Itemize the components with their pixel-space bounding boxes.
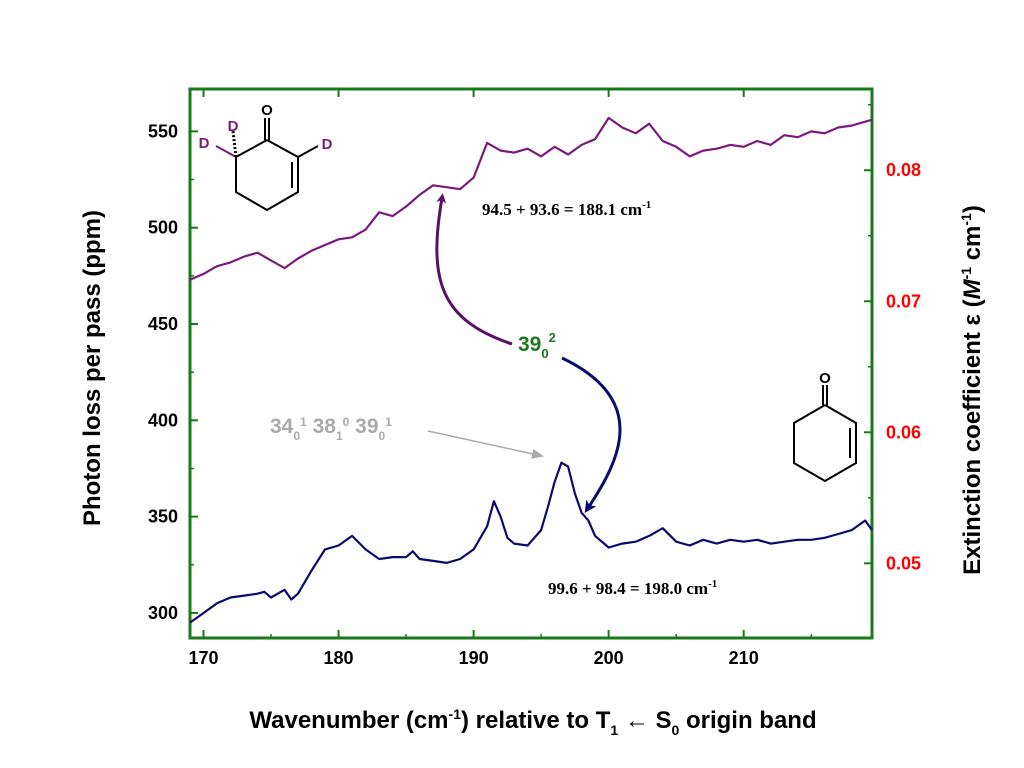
arrow-to-purple-peak: [435, 193, 513, 346]
x-tick-label: 200: [594, 648, 624, 668]
arrow-gray: [427, 430, 544, 459]
x-tick-label: 180: [324, 648, 354, 668]
y-tick-label: 450: [148, 314, 178, 334]
annotation-34-38-39: 3401 3810 3901: [270, 415, 392, 443]
molecule-top-oxygen: O: [261, 102, 273, 119]
molecule-top-d-left: D: [199, 135, 210, 152]
annotation-top-sum: 94.5 + 93.6 = 188.1 cm-1: [482, 199, 651, 219]
y-axis-title: Photon loss per pass (ppm): [79, 210, 106, 526]
y2-tick-label: 0.07: [886, 291, 921, 311]
y-axis-right: 0.05 0.06 0.07 0.08: [864, 103, 921, 573]
molecule-top-d-up: D: [228, 118, 239, 135]
x-axis-title: Wavenumber (cm-1) relative to T1 ← S0 or…: [249, 706, 816, 738]
x-tick-label: 170: [188, 648, 218, 668]
y2-tick-label: 0.08: [886, 160, 921, 180]
annotation-bottom-sum: 99.6 + 98.4 = 198.0 cm-1: [548, 578, 717, 598]
y2-axis-title: Extinction coefficient ε (M-1 cm-1): [958, 205, 986, 575]
molecule-cyclohexenone: [793, 385, 857, 483]
y-tick-label: 550: [148, 121, 178, 141]
y-tick-label: 400: [148, 410, 178, 430]
y-tick-label: 500: [148, 218, 178, 238]
annotation-39-0-2: 3902: [518, 330, 556, 361]
y-tick-label: 300: [148, 603, 178, 623]
molecule-deuterated-cyclohexenone: [215, 118, 319, 212]
y2-tick-label: 0.06: [886, 422, 921, 442]
y2-tick-label: 0.05: [886, 553, 921, 573]
y-axis-left: 300 350 400 450 500 550: [148, 121, 198, 623]
molecule-bottom-oxygen: O: [819, 370, 831, 387]
x-tick-label: 210: [729, 648, 759, 668]
x-axis: 170 180 190 200 210: [188, 89, 812, 668]
x-tick-label: 190: [459, 648, 489, 668]
plot-frame: [188, 87, 874, 640]
y-tick-label: 350: [148, 507, 178, 527]
arrow-to-navy-peak: [561, 356, 622, 513]
series-line-purple: [189, 116, 873, 281]
molecule-top-d-right: D: [322, 136, 333, 153]
series-line-navy: [189, 461, 873, 624]
